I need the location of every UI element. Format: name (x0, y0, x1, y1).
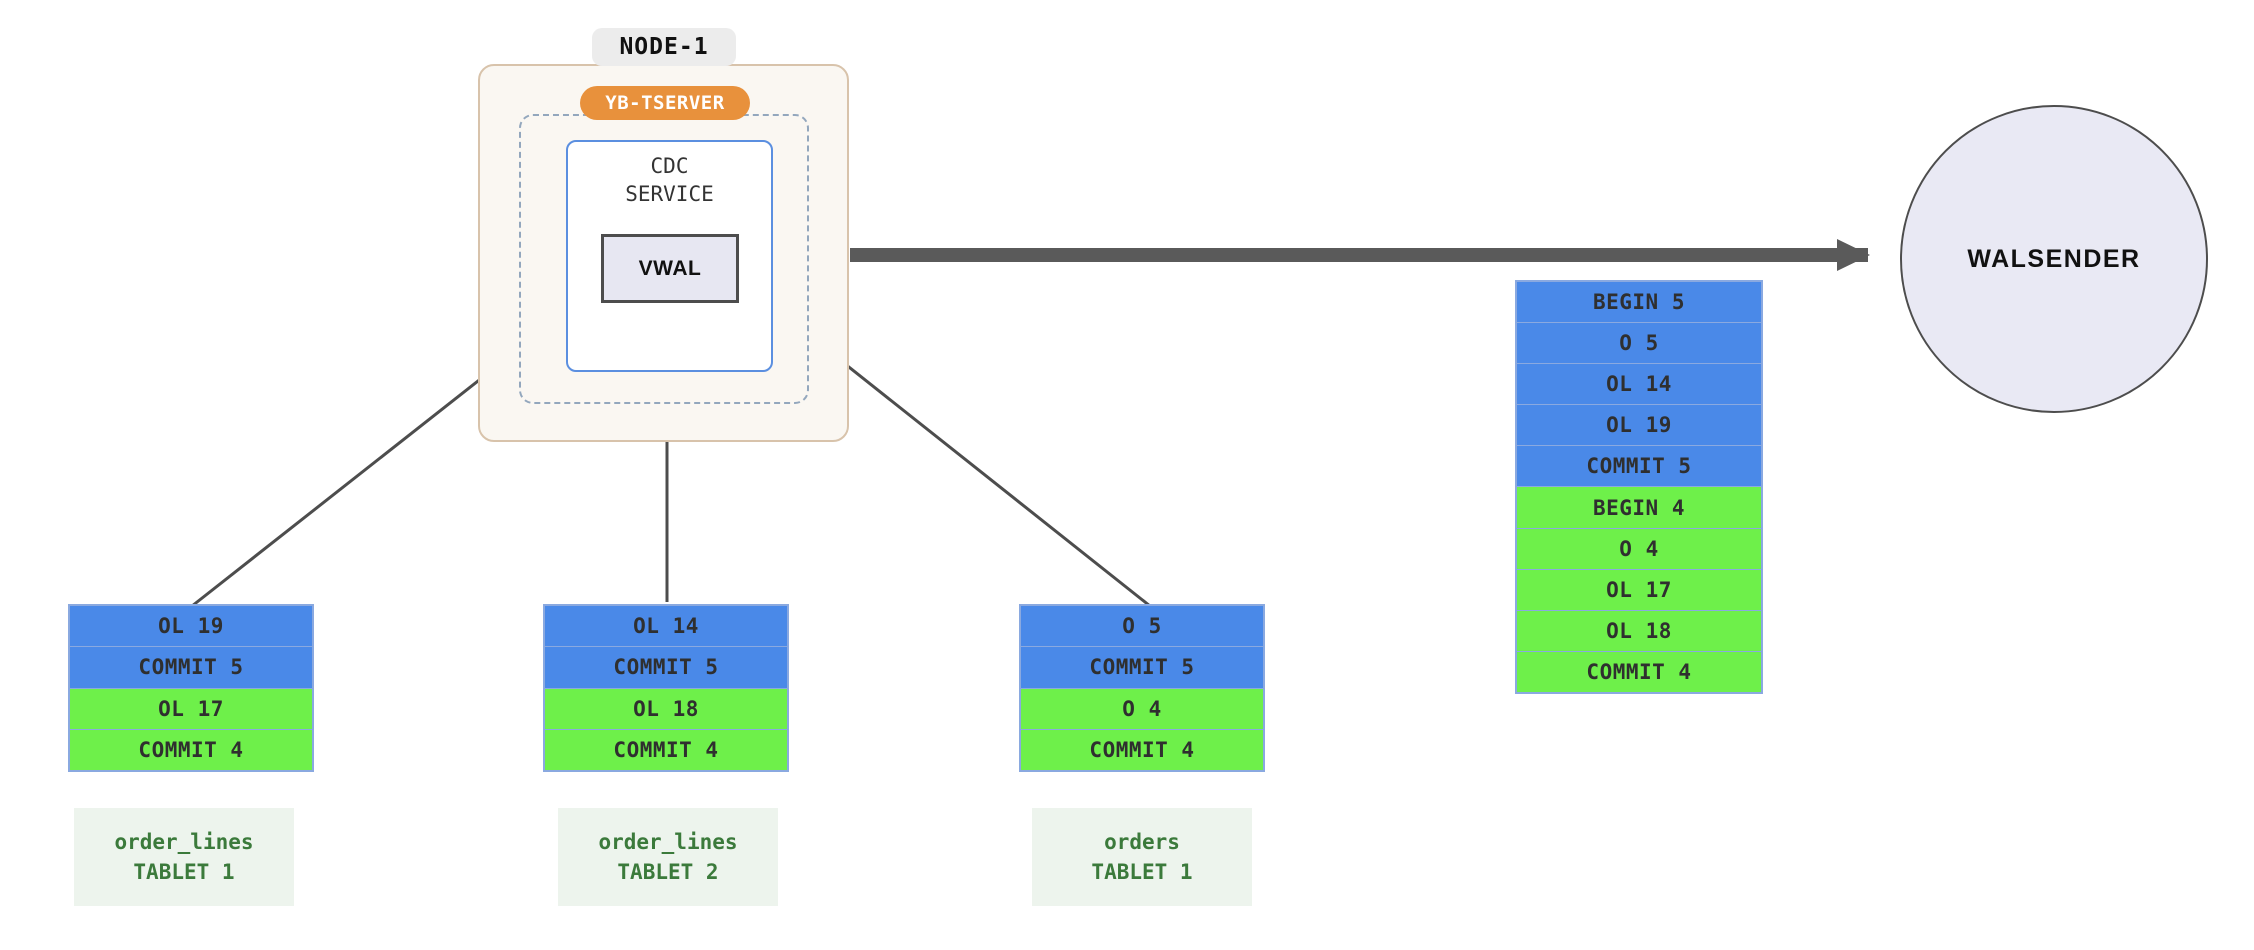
record-row: COMMIT 4 (1021, 728, 1263, 770)
record-row: OL 17 (1517, 568, 1761, 610)
vwal-box[interactable]: VWAL (601, 234, 739, 303)
tserver-label: YB-TSERVER (580, 86, 750, 120)
record-row: O 5 (1517, 322, 1761, 364)
record-row: COMMIT 5 (545, 646, 787, 688)
record-row: OL 17 (70, 687, 312, 729)
record-row: OL 18 (545, 687, 787, 729)
record-row: OL 19 (1517, 404, 1761, 446)
record-row: COMMIT 4 (70, 728, 312, 770)
record-row: OL 14 (1517, 363, 1761, 405)
tablet-caption-2: order_lines TABLET 2 (558, 808, 778, 906)
record-row: COMMIT 4 (1517, 650, 1761, 692)
record-row: OL 14 (545, 606, 787, 647)
record-row: O 5 (1021, 606, 1263, 647)
record-row: BEGIN 4 (1517, 486, 1761, 528)
record-row: COMMIT 4 (545, 728, 787, 770)
record-row: COMMIT 5 (70, 646, 312, 688)
record-row: OL 19 (70, 606, 312, 647)
record-row: O 4 (1517, 527, 1761, 569)
walsender-node[interactable]: WALSENDER (1900, 105, 2208, 413)
cdc-service-label: CDC SERVICE (625, 154, 714, 206)
tablet-caption-3: orders TABLET 1 (1032, 808, 1252, 906)
tablet-caption-1: order_lines TABLET 1 (74, 808, 294, 906)
record-row: COMMIT 5 (1517, 445, 1761, 487)
node-label: NODE-1 (592, 28, 736, 66)
record-row: O 4 (1021, 687, 1263, 729)
record-row: BEGIN 5 (1517, 282, 1761, 323)
record-row: OL 18 (1517, 609, 1761, 651)
record-row: COMMIT 5 (1021, 646, 1263, 688)
